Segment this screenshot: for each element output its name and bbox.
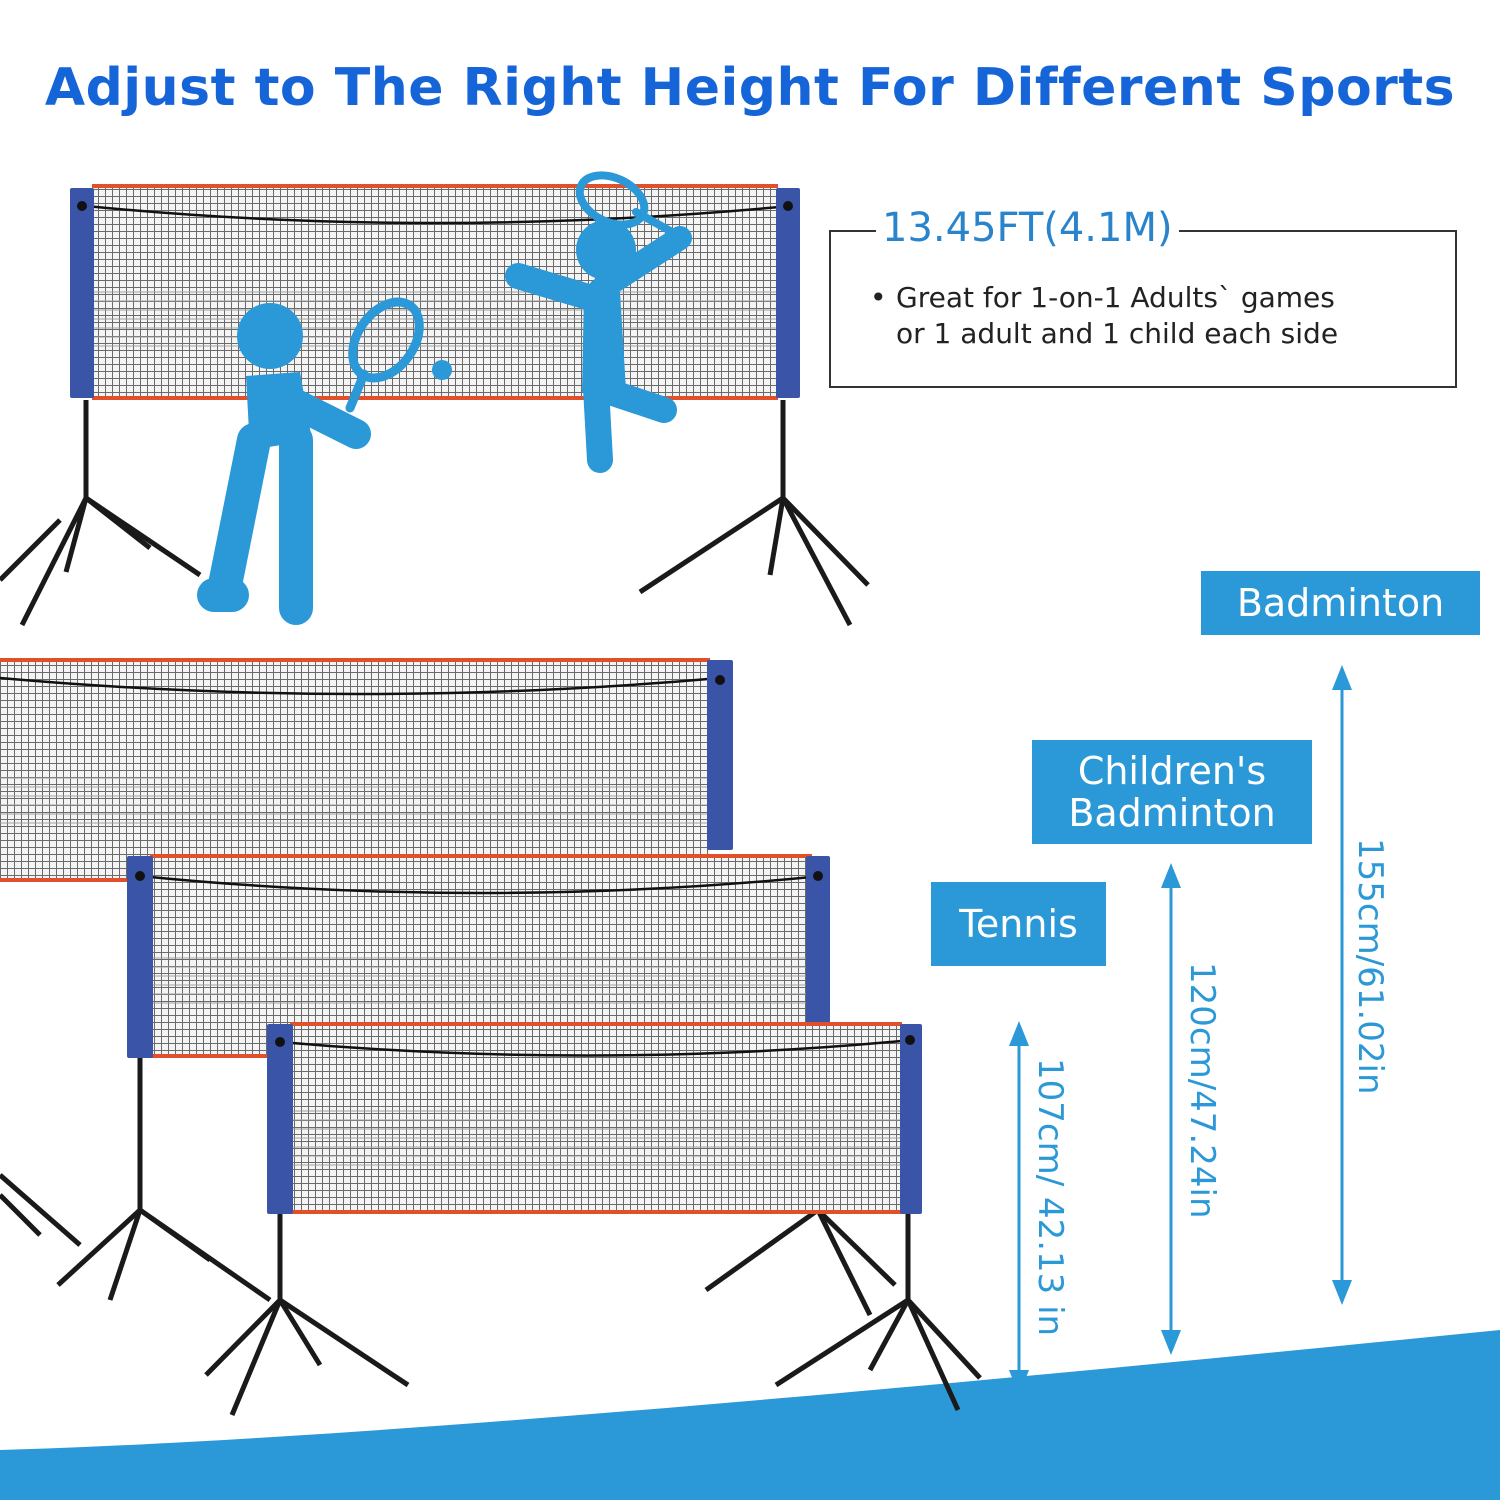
badminton-player-icon <box>505 171 692 473</box>
info-line-1: Great for 1-on-1 Adults` games <box>896 281 1335 314</box>
tennis-tag: Tennis <box>931 882 1106 966</box>
tennis-height-arrow <box>1009 1021 1029 1395</box>
tennis-net-legs <box>204 1214 982 1416</box>
info-line-2: or 1 adult and 1 child each side <box>896 317 1339 350</box>
bottom-wave <box>0 1330 1500 1500</box>
net-length-label: 13.45FT(4.1M) <box>876 205 1179 251</box>
tennis-net <box>267 1022 922 1214</box>
badminton-height-net <box>0 658 733 882</box>
childrens-tag-line-2: Badminton <box>1068 791 1276 835</box>
childrens-tag-line-1: Children's <box>1077 749 1267 793</box>
info-description: • Great for 1-on-1 Adults` games or 1 adu… <box>870 280 1338 352</box>
childrens-height-arrow <box>1161 863 1181 1355</box>
badminton-height-arrow <box>1332 665 1352 1305</box>
tennis-height-label: 107cm/ 42.13 in <box>1030 1058 1070 1337</box>
childrens-height-label: 120cm/47.24in <box>1182 962 1222 1219</box>
top-net <box>70 184 800 400</box>
badminton-tag: Badminton <box>1201 571 1480 635</box>
tennis-player-icon <box>197 297 452 625</box>
page-headline: Adjust to The Right Height For Different… <box>44 58 1456 118</box>
bullet-icon: • <box>870 281 887 314</box>
childrens-badminton-tag: Children's Badminton <box>1032 740 1312 844</box>
badminton-height-label: 155cm/61.02in <box>1350 838 1390 1095</box>
top-net-legs <box>0 400 870 627</box>
